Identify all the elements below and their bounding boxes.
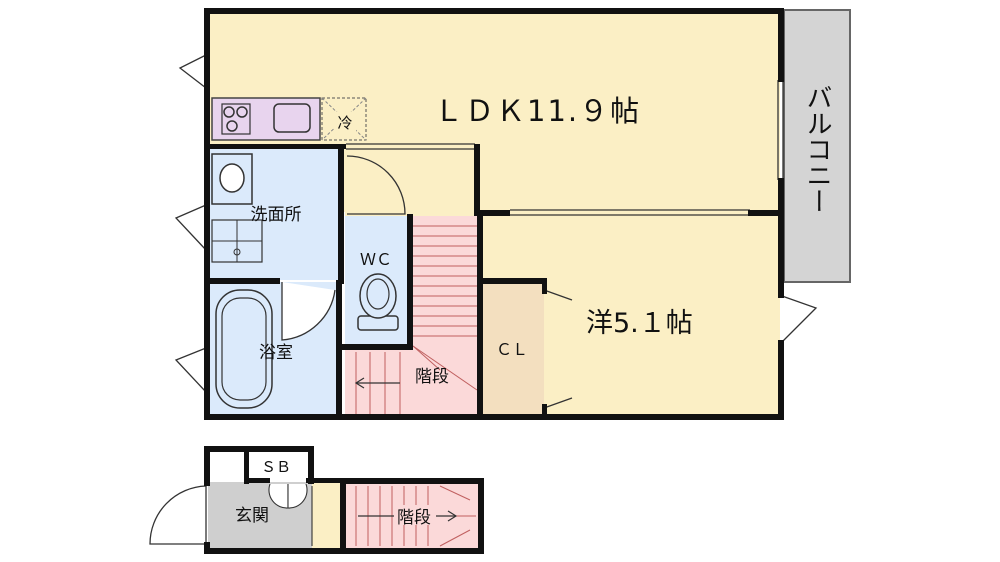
bath-door-swing xyxy=(281,282,336,341)
western-room-label: 洋5.１帖 xyxy=(586,308,693,339)
closet-door xyxy=(543,289,573,301)
bathtub-icon xyxy=(215,289,273,409)
wc-door-swing xyxy=(346,155,406,215)
stairs-lower-label: 階段 xyxy=(397,508,431,528)
storage-door-swing xyxy=(287,483,308,509)
closet-label: ＣＬ xyxy=(496,340,528,359)
stairs-upper-label: 階段 xyxy=(415,367,449,387)
stairs-lower-label-bg xyxy=(394,505,436,525)
stairs-lower-arrow-head xyxy=(447,510,458,522)
stove-burner-icon xyxy=(236,106,248,118)
ldk-label: ＬＤＫ11.９帖 xyxy=(434,94,641,128)
window-flap xyxy=(174,204,207,251)
hall-floor xyxy=(345,146,480,216)
stairs-lower-treads xyxy=(355,485,476,547)
window-flap xyxy=(781,295,818,343)
washroom-label: 洗面所 xyxy=(251,205,302,225)
washbasin-icon xyxy=(219,163,245,193)
balcony-area xyxy=(783,9,851,283)
closet-door xyxy=(543,397,573,409)
toilet-icon xyxy=(359,273,397,319)
storage-door-swing xyxy=(268,483,289,509)
fridge-label-bg xyxy=(334,112,356,132)
balcony-label: バルコニー xyxy=(802,84,832,214)
drain-icon xyxy=(233,248,241,256)
window-flap xyxy=(174,347,207,393)
entrance-label: 玄関 xyxy=(235,506,269,526)
lower-walls xyxy=(204,446,484,554)
stove-outline xyxy=(221,103,251,135)
balcony-window xyxy=(777,80,784,180)
sink-icon xyxy=(273,103,311,133)
closet-floor xyxy=(480,282,544,415)
upper-walls xyxy=(204,8,784,420)
sliding-door-tracks xyxy=(346,143,750,216)
bathtub-inner xyxy=(221,297,267,401)
storage-label: ＳＢ xyxy=(261,458,291,476)
stairs-arrow-head xyxy=(354,377,365,389)
stove-burner-icon xyxy=(223,106,235,118)
storage-floor xyxy=(246,452,310,482)
toilet-bowl-inner xyxy=(366,278,390,310)
fridge-label: 冷 xyxy=(337,114,352,132)
wc-label: ＷＣ xyxy=(360,250,392,269)
window-flap xyxy=(178,54,207,89)
bath-label: 浴室 xyxy=(259,343,293,363)
entrance-door-swing xyxy=(149,485,207,545)
stove-burner-icon xyxy=(226,120,238,132)
